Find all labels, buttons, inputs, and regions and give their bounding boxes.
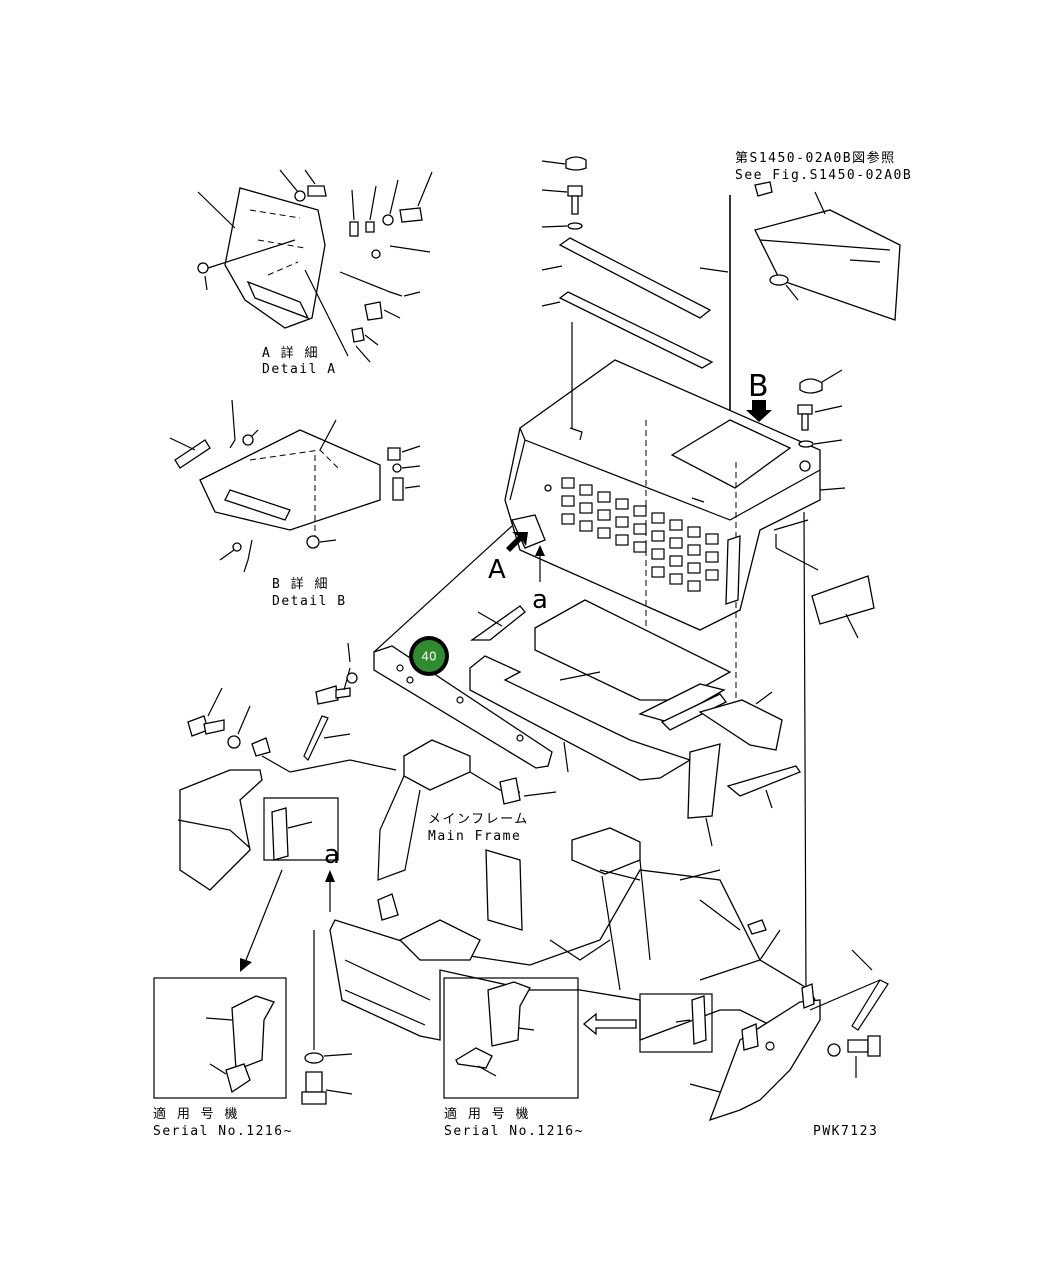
floor-panels bbox=[469, 575, 875, 847]
view-a-marker: A a bbox=[488, 532, 548, 615]
side-bracket bbox=[187, 525, 553, 769]
drawing-code: PWK7123 bbox=[813, 1124, 878, 1139]
bottom-hardware bbox=[301, 930, 353, 1105]
lower-arrow-a: a bbox=[324, 840, 340, 912]
callout-badge-fill bbox=[413, 640, 445, 672]
insert-box-small bbox=[582, 993, 713, 1053]
serial-right-label-en: Serial No.1216~ bbox=[444, 1124, 584, 1139]
top-hardware bbox=[541, 156, 714, 369]
detail-b-label-en: Detail B bbox=[272, 594, 347, 609]
callout-badge-40[interactable]: 40 bbox=[409, 636, 449, 676]
hood-vent-grid bbox=[561, 477, 719, 592]
insert-box-right: 適 用 号 機 Serial No.1216~ bbox=[443, 977, 584, 1139]
main-frame-label-en: Main Frame bbox=[428, 829, 521, 844]
view-b-label: B bbox=[748, 369, 769, 404]
reference-label-jp: 第S1450-02A0B図参照 bbox=[735, 150, 896, 166]
insert-box-left: 適 用 号 機 Serial No.1216~ bbox=[153, 977, 293, 1139]
detail-b-label-jp: B 詳 細 bbox=[272, 576, 329, 592]
left-bracket bbox=[177, 737, 397, 972]
serial-right-label-jp: 適 用 号 機 bbox=[444, 1106, 530, 1122]
arrow-a-lower: a bbox=[324, 840, 340, 870]
arrow-a-upper: a bbox=[532, 585, 548, 615]
main-frame-label-jp: メインフレーム bbox=[428, 812, 529, 827]
reference-label-en: See Fig.S1450-02A0B bbox=[735, 168, 912, 183]
serial-left-label-en: Serial No.1216~ bbox=[153, 1124, 293, 1139]
view-b-marker: B bbox=[746, 369, 843, 472]
detail-a-drawing: A 詳 細 Detail A bbox=[197, 169, 433, 377]
main-frame-drawing: メインフレーム Main Frame bbox=[329, 511, 821, 1041]
detail-a-label-en: Detail A bbox=[262, 362, 337, 377]
detail-b-drawing: B 詳 細 Detail B bbox=[169, 399, 421, 609]
serial-left-label-jp: 適 用 号 機 bbox=[153, 1106, 239, 1122]
detail-a-label-jp: A 詳 細 bbox=[262, 345, 319, 361]
reference-area: 第S1450-02A0B図参照 See Fig.S1450-02A0B bbox=[699, 150, 912, 412]
bottom-right-bracket: PWK7123 bbox=[689, 949, 889, 1139]
view-a-label: A bbox=[488, 555, 506, 585]
callout-badge-number: 40 bbox=[421, 650, 436, 664]
